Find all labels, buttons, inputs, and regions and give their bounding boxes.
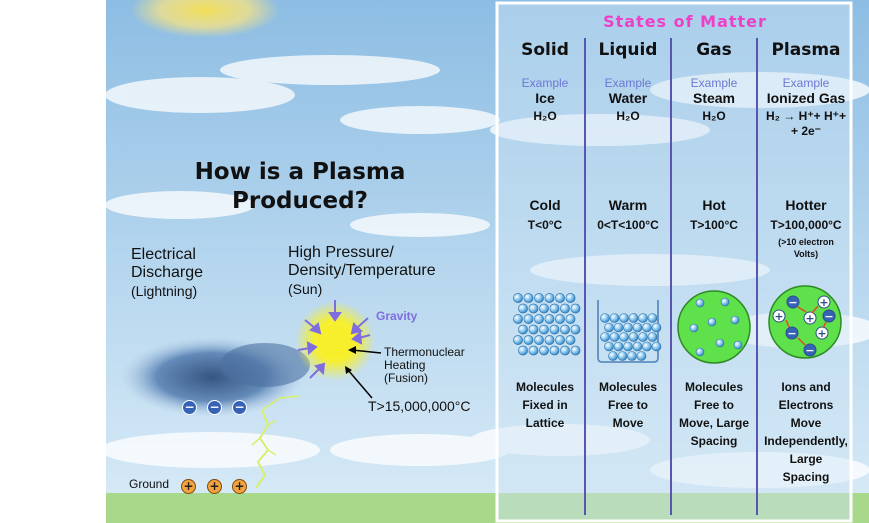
pressure-sub: (Sun) [288, 281, 323, 297]
pressure-line-2: Density/Temperature [288, 262, 436, 279]
state-name: Gas [696, 40, 732, 60]
example-name: Steam [692, 90, 736, 106]
thermo-line-2: Heating [384, 358, 426, 372]
temperature-note: (>10 electron Volts) [760, 236, 852, 260]
pressure-label: High Pressure/ Density/Temperature (Sun) [288, 244, 436, 298]
formula: H₂O [702, 109, 726, 123]
temperature-word: Cold [529, 197, 561, 213]
example-label: Example [782, 76, 830, 90]
sun-temperature: T>15,000,000°C [368, 398, 471, 414]
main-title: How is a Plasma Produced? [130, 158, 470, 216]
formula: H₂O [616, 109, 640, 123]
desc-line: Molecules [515, 380, 575, 394]
electrical-line-1: Electrical [131, 246, 196, 263]
column-liquid: Liquid Example Water H₂O Warm 0<T<100°C … [585, 40, 671, 430]
temperature-word: Warm [608, 197, 648, 213]
thermo-line-3: (Fusion) [384, 371, 429, 385]
desc-line: Free to [607, 398, 648, 412]
example-name: Water [608, 90, 648, 106]
electrical-sub: (Lightning) [131, 283, 198, 299]
temperature-range: T>100°C [690, 218, 738, 232]
formula: H₂ → H⁺+ H⁺+ [765, 109, 846, 123]
desc-line: Move, Large [678, 416, 750, 430]
example-label: Example [690, 76, 738, 90]
temperature-word: Hotter [785, 197, 827, 213]
desc-line: Large [789, 452, 823, 466]
state-description: Molecules Fixed in Lattice [502, 378, 588, 432]
cloud-charge-3: − [232, 400, 247, 415]
title-line-1: How is a Plasma [194, 159, 406, 185]
state-description: Ions and Electrons Move Independently, L… [760, 378, 852, 486]
column-plasma: Plasma Example Ionized Gas H₂ → H⁺+ H⁺+ … [760, 40, 852, 484]
example-name: Ionized Gas [766, 90, 846, 106]
column-gas: Gas Example Steam H₂O Hot T>100°C Molecu… [671, 40, 757, 448]
cloud-charge-2: − [207, 400, 222, 415]
state-name: Liquid [598, 40, 658, 60]
thermonuclear-label: Thermonuclear Heating (Fusion) [384, 346, 465, 385]
ground-label: Ground [129, 477, 170, 491]
panel-title: States of Matter [603, 12, 767, 31]
state-description: Molecules Free to Move [585, 378, 671, 432]
cloud-charge-1: − [182, 400, 197, 415]
note-line: Volts) [793, 249, 819, 259]
desc-line: Molecules [598, 380, 658, 394]
state-name: Solid [521, 40, 569, 60]
temperature-word: Hot [702, 197, 726, 213]
thermo-line-1: Thermonuclear [384, 345, 465, 359]
note-line: (>10 electron [778, 237, 834, 247]
desc-line: Free to [693, 398, 734, 412]
ground-charge-3: + [232, 479, 247, 494]
ground-charge-1: + [181, 479, 196, 494]
formula: H₂O [533, 109, 557, 123]
desc-line: Independently, [764, 434, 848, 448]
desc-line: Lattice [525, 416, 565, 430]
desc-line: Ions and [781, 380, 831, 394]
electrical-label: Electrical Discharge (Lightning) [131, 246, 203, 300]
ground-charge-2: + [207, 479, 222, 494]
desc-line: Move [790, 416, 822, 430]
temperature-range: T<0°C [527, 218, 563, 232]
example-label: Example [604, 76, 652, 90]
gravity-label: Gravity [376, 309, 418, 323]
example-name: Ice [535, 90, 555, 106]
column-solid: Solid Example Ice H₂O Cold T<0°C Molecul… [502, 40, 588, 430]
desc-line: Spacing [782, 470, 830, 484]
desc-line: Molecules [684, 380, 744, 394]
electrical-line-2: Discharge [131, 264, 204, 281]
temperature-range: 0<T<100°C [597, 218, 659, 232]
desc-line: Move [612, 416, 644, 430]
example-label: Example [521, 76, 569, 90]
desc-line: Electrons [778, 398, 834, 412]
temperature-range: T>100,000°C [770, 218, 842, 232]
desc-line: Spacing [690, 434, 738, 448]
state-name: Plasma [771, 40, 841, 60]
state-description: Molecules Free to Move, Large Spacing [671, 378, 757, 450]
pressure-line-1: High Pressure/ [288, 244, 394, 261]
title-line-2: Produced? [232, 188, 368, 214]
formula-line-2: + 2e⁻ [790, 124, 822, 138]
desc-line: Fixed in [522, 398, 568, 412]
